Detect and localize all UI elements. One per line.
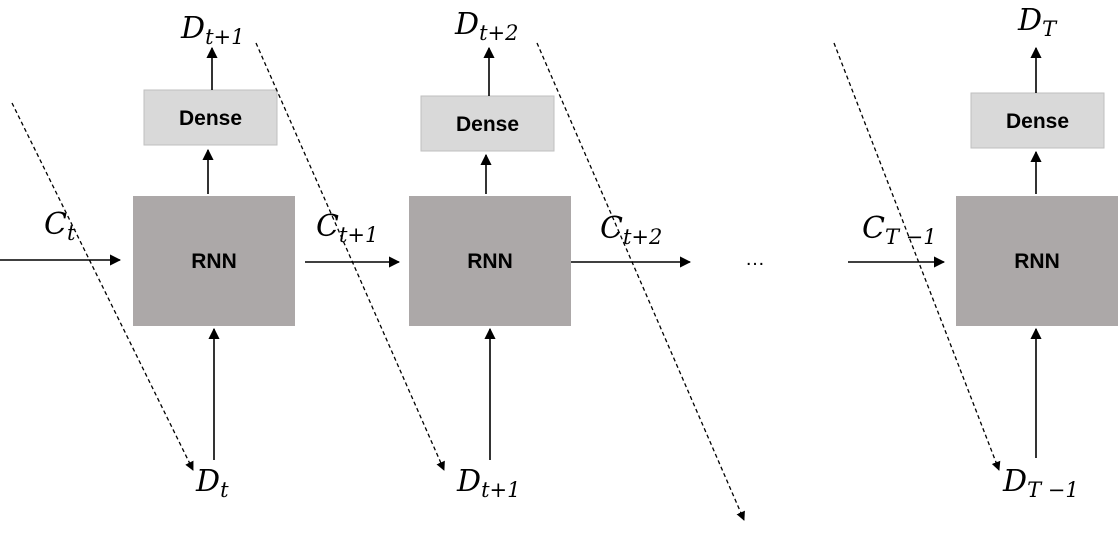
rnn-box xyxy=(133,196,295,326)
input-label: DT −1 xyxy=(1002,464,1079,502)
cell-1: RNN Dense Dt+1 Dt Ct xyxy=(0,11,295,502)
rnn-label: RNN xyxy=(1014,250,1060,273)
rnn-box xyxy=(956,196,1118,326)
cell-2: RNN Dense Dt+2 Dt+1 Ct+1 xyxy=(305,7,571,502)
input-label: Dt xyxy=(195,464,229,502)
rnn-label: RNN xyxy=(191,250,237,273)
rnn-label: RNN xyxy=(467,250,513,273)
output-label: DT xyxy=(1017,3,1058,41)
output-label: Dt+2 xyxy=(454,7,518,45)
ellipsis: … xyxy=(745,248,765,270)
dashed-flow-line-1 xyxy=(11,102,194,471)
dense-label: Dense xyxy=(179,107,242,130)
dense-label: Dense xyxy=(456,113,519,136)
state-in-label: CT −1 xyxy=(862,211,937,249)
state-out-label: Ct+2 xyxy=(600,211,662,249)
dense-box xyxy=(970,92,1105,149)
dashed-flow-line-3 xyxy=(536,42,745,521)
input-label: Dt+1 xyxy=(456,464,520,502)
dense-label: Dense xyxy=(1006,110,1069,133)
state-in-label: Ct+1 xyxy=(316,209,378,247)
dense-box xyxy=(143,89,278,146)
state-in-label: Ct xyxy=(44,207,76,245)
dashed-flow-line-4 xyxy=(833,42,1001,471)
cell-3: RNN Dense DT DT −1 CT −1 xyxy=(848,3,1118,502)
rnn-box xyxy=(409,196,571,326)
dense-box xyxy=(420,95,555,152)
output-label: Dt+1 xyxy=(180,11,244,49)
dashed-flow-line-2 xyxy=(255,42,445,471)
state-out: Ct+2 xyxy=(571,211,692,268)
